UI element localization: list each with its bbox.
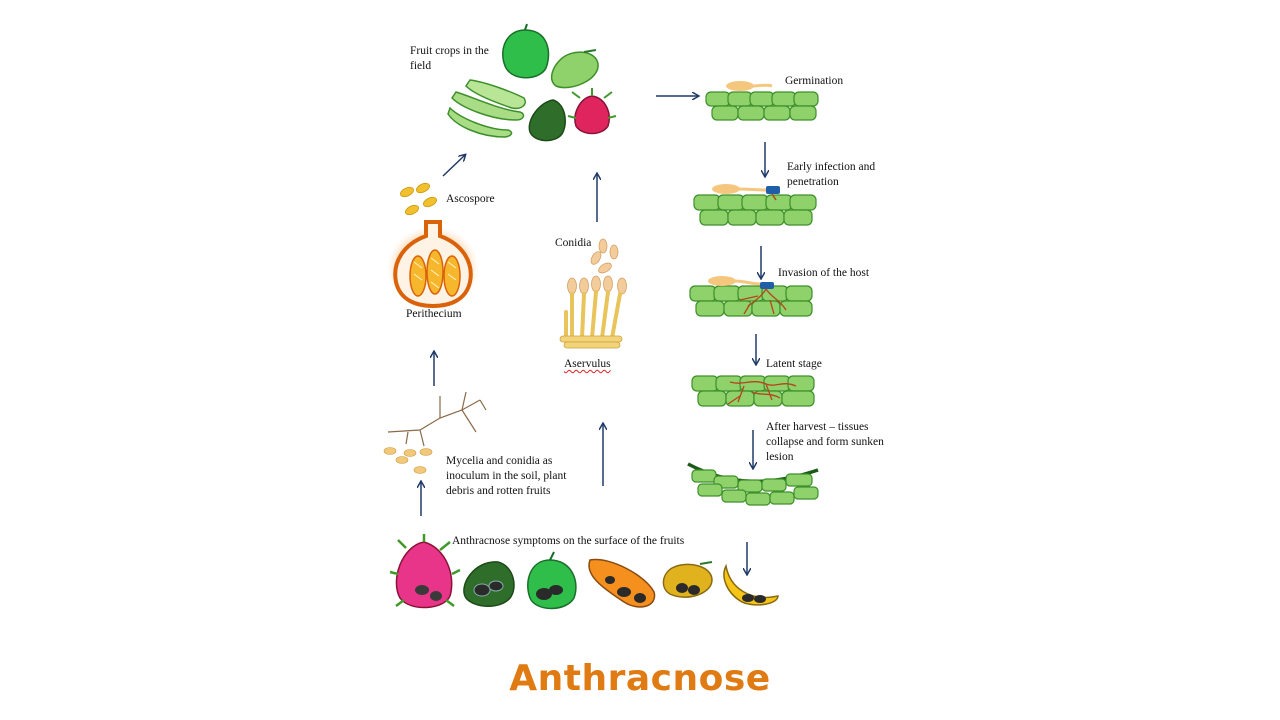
infected-guava-icon	[527, 551, 577, 610]
mycelia-illustration	[387, 391, 487, 447]
guava-fruit-icon	[502, 29, 550, 79]
avocado-fruit-icon	[528, 99, 566, 142]
label-acervulus: Aservulus	[564, 357, 611, 372]
page-title: Anthracnose	[509, 658, 771, 699]
perithecium-illustration	[387, 220, 479, 310]
label-invasion: Invasion of the host	[778, 267, 870, 279]
invasion-stage-illustration	[689, 276, 813, 317]
infected-avocado-icon	[463, 561, 515, 607]
cycle-arrows	[421, 96, 765, 574]
banana-fruit-icon	[451, 91, 525, 121]
label-symptoms: Anthracnose symptoms on the surface of t…	[452, 535, 685, 547]
label-conidia: Conidia	[555, 237, 592, 249]
field-fruits-illustration	[447, 23, 617, 142]
label-germination: Germination	[785, 75, 844, 87]
ascospores-illustration	[400, 182, 437, 216]
soil-conidia-illustration	[383, 447, 433, 474]
acervulus-illustration	[559, 275, 627, 349]
mango-fruit-icon	[550, 51, 599, 89]
infected-papaya-icon	[588, 558, 656, 608]
latent-stage-illustration	[691, 375, 815, 407]
infected-mango-icon	[662, 561, 713, 598]
label-latent-stage: Latent stage	[766, 358, 822, 370]
symptomatic-fruits-illustration	[389, 534, 779, 610]
arrow-ascospore-to-fruits	[442, 155, 465, 177]
early-infection-stage-illustration	[693, 184, 817, 226]
conidia-illustration	[590, 238, 619, 274]
dragon-fruit-icon	[574, 95, 610, 135]
infected-dragon-fruit-icon	[389, 534, 461, 609]
collapsed-tissue-illustration	[687, 462, 819, 506]
label-early-infection: Early infection and penetration	[787, 161, 876, 188]
germination-stage-illustration	[705, 81, 819, 121]
label-perithecium: Perithecium	[406, 308, 462, 320]
label-ascospore: Ascospore	[446, 193, 495, 205]
label-acervulus-text: Aservulus	[564, 358, 611, 370]
label-fruit-crops: Fruit crops in the field	[410, 45, 489, 72]
infected-banana-icon	[723, 563, 779, 606]
label-mycelia: Mycelia and conidia as inoculum in the s…	[446, 455, 567, 497]
label-after-harvest: After harvest – tissues collapse and for…	[766, 421, 884, 463]
